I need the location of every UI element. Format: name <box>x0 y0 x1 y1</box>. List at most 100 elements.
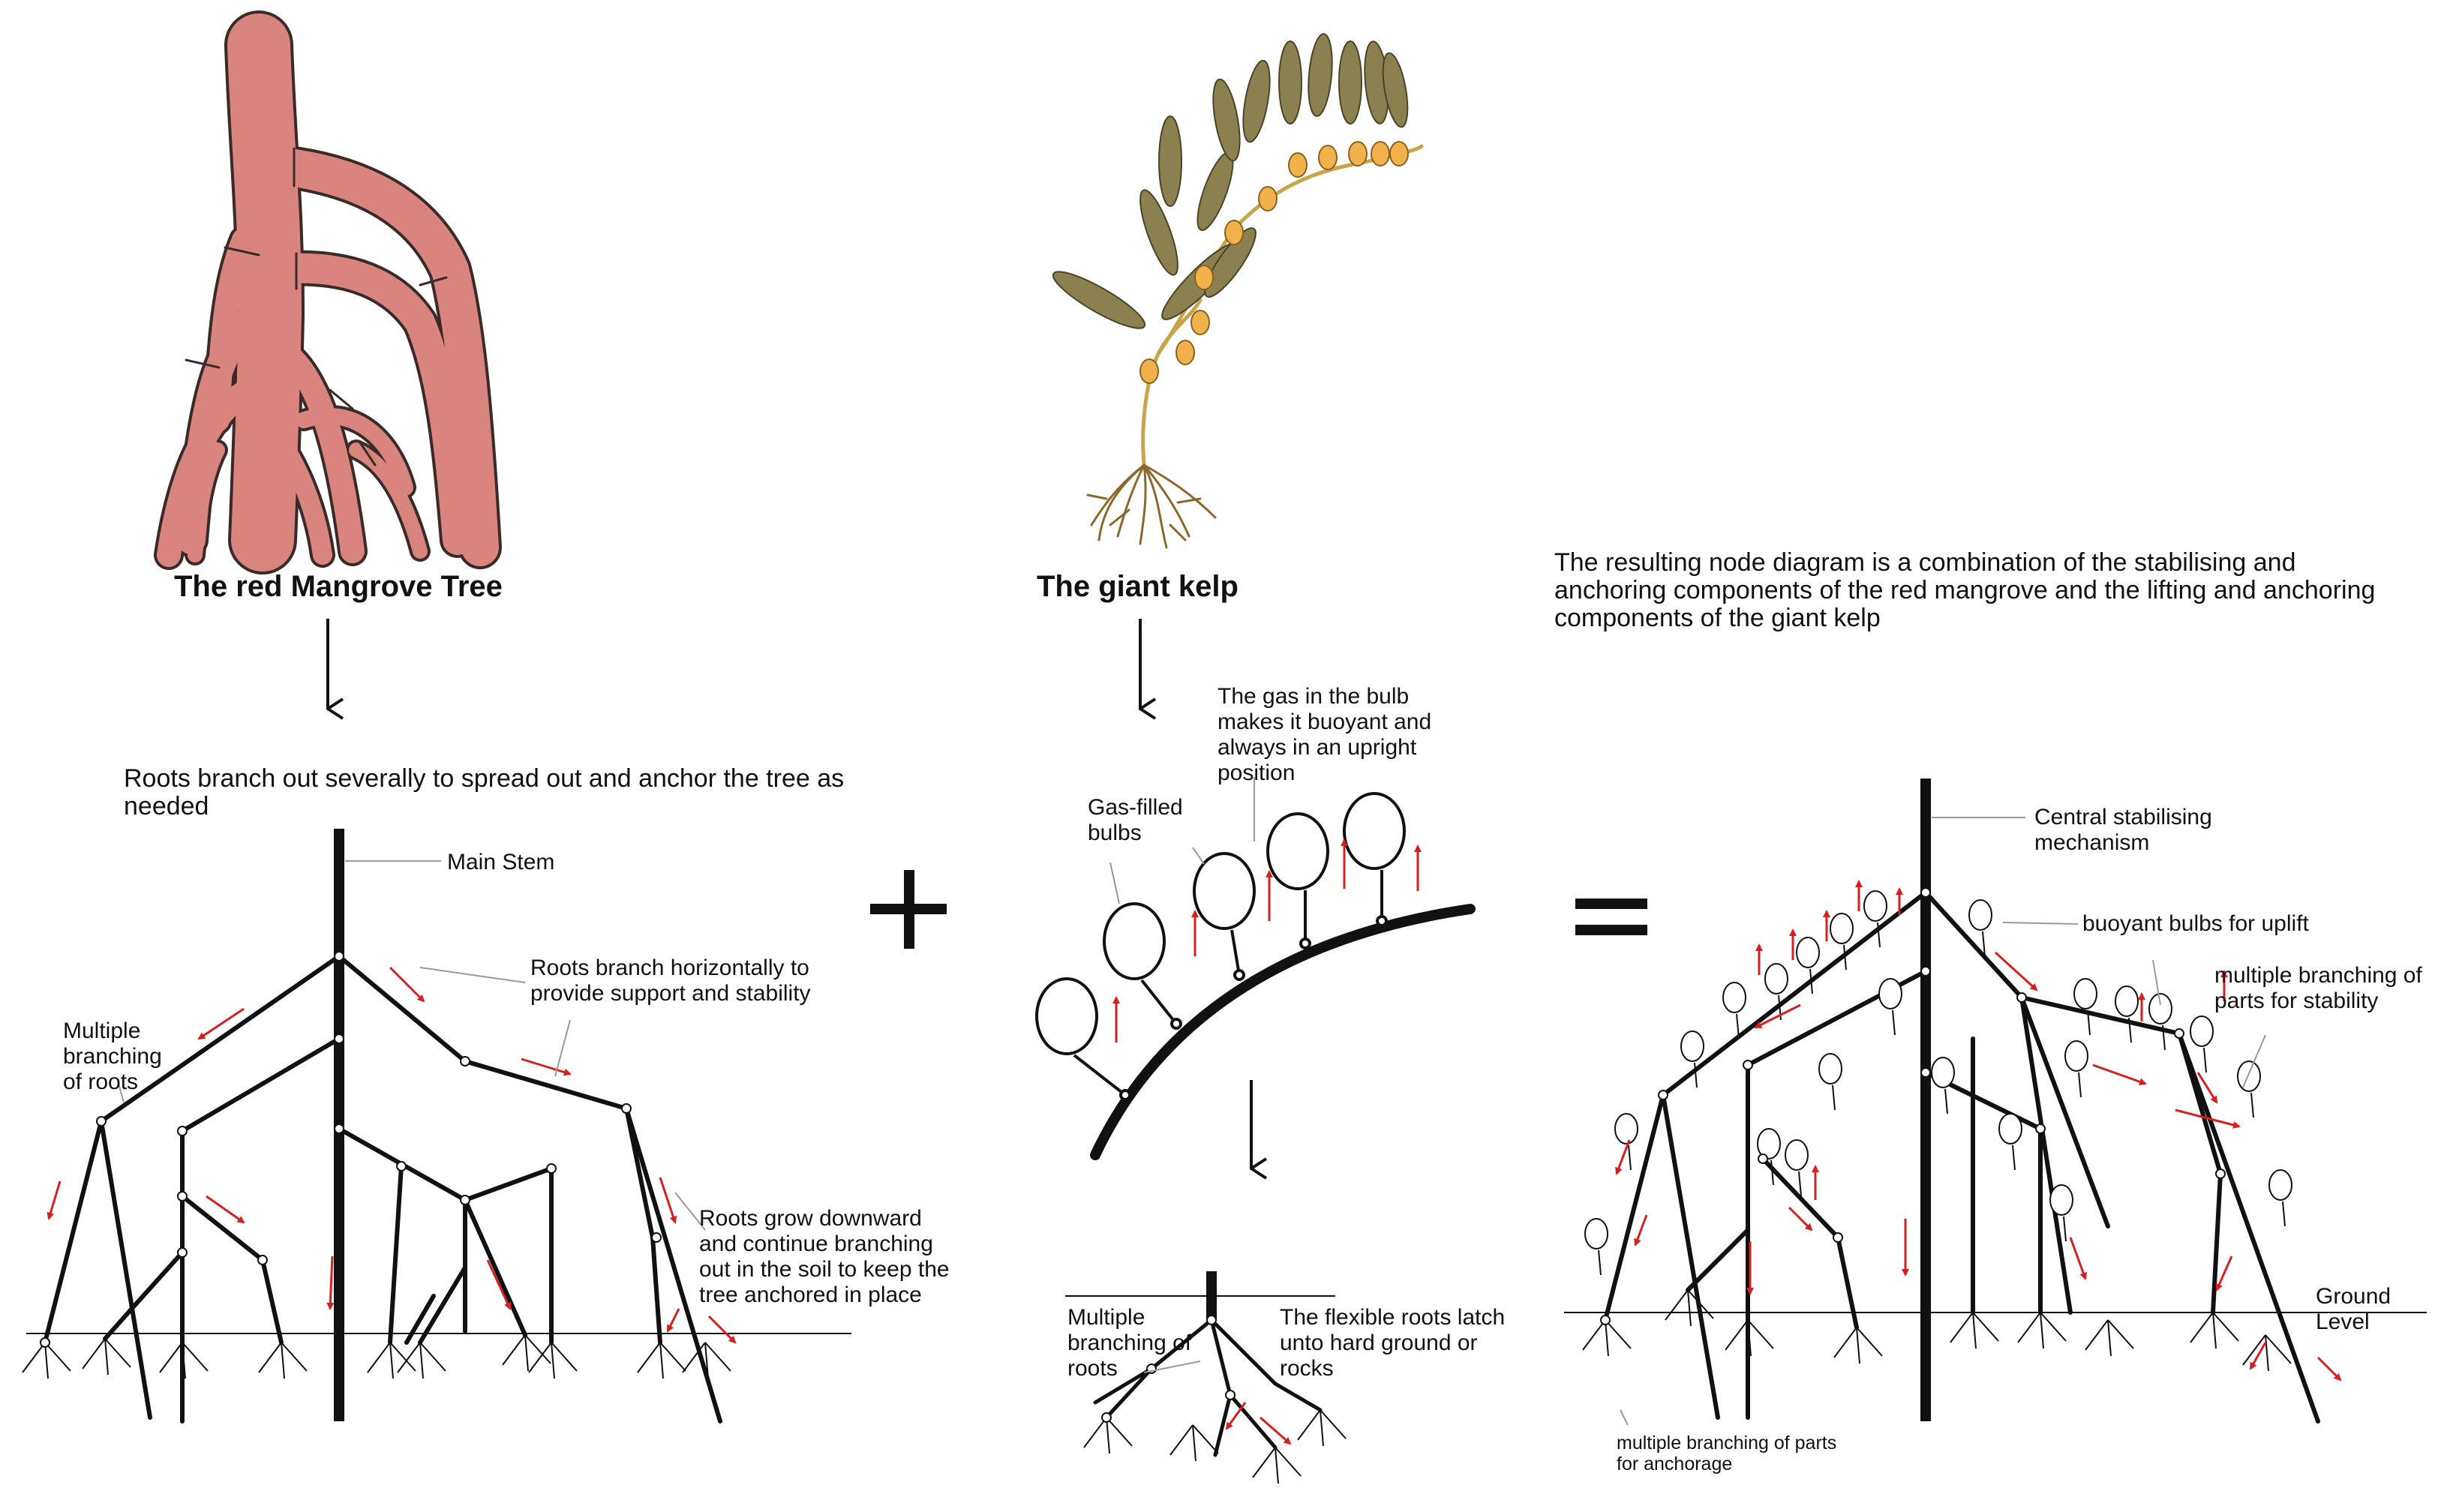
root-fork <box>682 1342 706 1373</box>
root-fork <box>1833 1327 1857 1358</box>
gas-bulb <box>1193 852 1256 930</box>
buoyant-bulb <box>2237 1060 2261 1092</box>
bulb-stalk <box>1770 1160 1774 1186</box>
bulb-stalk <box>2128 1017 2132 1043</box>
node <box>651 1232 662 1243</box>
bulb-stalk <box>1598 1250 1602 1276</box>
node <box>1233 969 1245 981</box>
buoyant-bulbs-label: buoyant bulbs for uplift <box>2082 911 2309 936</box>
root-fork <box>1192 1424 1219 1454</box>
result-branch <box>2019 995 2110 1228</box>
direction-arrow <box>206 1195 245 1224</box>
buoyant-bulb <box>1863 890 1887 922</box>
direction-arrow <box>1225 1402 1247 1430</box>
equals-icon <box>1575 898 1647 935</box>
root-fork <box>182 1342 186 1379</box>
node <box>1833 1232 1843 1243</box>
root-branch <box>99 954 341 1124</box>
node <box>1206 1315 1217 1325</box>
root-fork <box>104 1338 109 1376</box>
multiple-branching-label: Multiple branching of roots <box>63 1018 162 1094</box>
root-fork <box>1169 1424 1193 1456</box>
bulb-stalk <box>2063 1216 2067 1242</box>
root-fork <box>1856 1327 1883 1357</box>
gas-bulb <box>1266 812 1329 890</box>
direction-arrow <box>2092 1064 2147 1086</box>
node <box>257 1255 268 1265</box>
root-fork <box>704 1342 731 1372</box>
bulb-stalk <box>1809 968 1813 994</box>
root-fork <box>419 1342 424 1379</box>
node <box>1170 1018 1182 1030</box>
bulb-stalk <box>1832 1084 1836 1111</box>
buoyant-bulb <box>1818 1053 1842 1084</box>
kelp-root-diagram <box>1065 1271 1347 1484</box>
direction-arrow <box>389 966 425 1003</box>
node <box>460 1056 470 1066</box>
bulb-stalk <box>2203 1047 2207 1073</box>
root-fork <box>1665 1289 1689 1321</box>
buoyant-bulb <box>2190 1016 2214 1047</box>
node <box>1600 1315 1611 1325</box>
root-branch <box>260 1258 284 1345</box>
root-branch <box>1209 1318 1278 1386</box>
buoyant-bulb <box>1785 1139 1809 1171</box>
direction-arrow <box>47 1180 62 1220</box>
buoyant-bulb <box>2064 1040 2088 1072</box>
result-branch <box>2177 1031 2320 1424</box>
direction-arrow <box>2069 1237 2087 1280</box>
node <box>1376 915 1388 927</box>
root-branch <box>650 1235 662 1345</box>
root-branch <box>463 1166 554 1202</box>
root-branch <box>1228 1393 1278 1450</box>
direction-arrow <box>486 1259 512 1310</box>
root-branch <box>1213 1393 1233 1457</box>
bulb-stalk <box>2078 1072 2082 1098</box>
result-branch <box>1661 890 1928 1097</box>
root-fork <box>1687 1289 1714 1319</box>
buoyant-bulb <box>2073 978 2097 1010</box>
buoyant-bulb <box>1614 1113 1638 1144</box>
gas-bulb <box>1103 902 1166 980</box>
result-description: The resulting node diagram is a combinat… <box>1554 548 2376 632</box>
main-stem-label: Main Stem <box>447 850 555 874</box>
root-fork <box>1605 1319 1609 1357</box>
root-fork <box>1687 1289 1692 1327</box>
root-fork <box>1747 1319 1752 1357</box>
root-branch <box>418 1265 467 1345</box>
bulb-stalk <box>1798 1171 1802 1197</box>
root-fork <box>1950 1312 1974 1343</box>
root-fork <box>1297 1409 1321 1441</box>
bulb-stalk <box>1944 1088 1948 1114</box>
result-branch <box>1836 1235 1859 1330</box>
root-branch <box>43 1119 104 1345</box>
root-branch <box>463 1059 629 1111</box>
root-fork <box>397 1342 421 1373</box>
root-fork <box>2107 1319 2134 1349</box>
result-branch <box>2211 1172 2223 1315</box>
node <box>1920 887 1931 898</box>
direction-arrow <box>2175 1108 2241 1129</box>
direction-arrow <box>2215 1256 2233 1292</box>
root-fork <box>2107 1319 2112 1357</box>
root-fork <box>389 1342 394 1379</box>
root-fork <box>1106 1417 1133 1447</box>
root-fork <box>2190 1312 2214 1343</box>
result-branch <box>1686 1228 1750 1292</box>
bulb-stalk <box>1628 1144 1632 1171</box>
node <box>1299 938 1311 950</box>
root-fork <box>1275 1447 1279 1484</box>
direction-arrow <box>197 1007 245 1040</box>
node <box>177 1247 188 1258</box>
buoyant-bulb <box>2148 993 2172 1024</box>
stability-branching-label: multiple branching of parts for stabilit… <box>2214 963 2422 1013</box>
root-fork <box>659 1342 686 1372</box>
direction-arrow <box>666 1308 680 1333</box>
bulb-stalk <box>1073 1054 1127 1096</box>
mangrove-illustration <box>154 10 502 574</box>
buoyant-bulb <box>1680 1030 1704 1062</box>
bulb-stalk <box>2087 1010 2091 1036</box>
root-fork <box>1725 1319 1749 1351</box>
node <box>177 1126 188 1136</box>
direction-arrow <box>1788 1206 1813 1232</box>
